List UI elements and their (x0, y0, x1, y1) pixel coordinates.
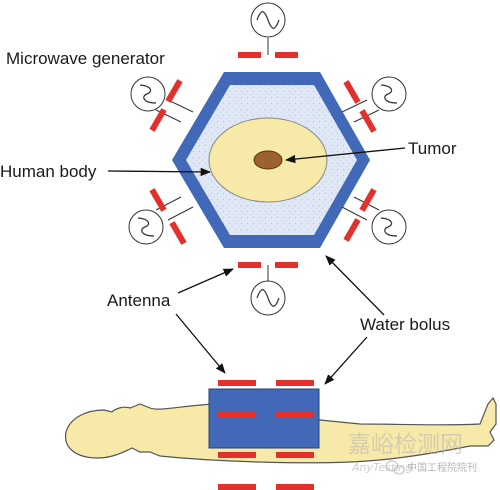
generator-upper-right-icon (371, 76, 407, 112)
arrow-water-bolus-up (325, 255, 385, 316)
bottom-antenna-array (218, 380, 314, 490)
generator-upper-left-icon (130, 76, 166, 112)
bottom-applicator (208, 388, 320, 449)
antenna-array (128, 2, 407, 316)
arrow-antenna-up (177, 268, 234, 294)
watermark-line2-latin: AnyTesting (351, 461, 412, 474)
generator-lower-right-icon (371, 209, 407, 245)
label-antenna: Antenna (107, 291, 171, 310)
arrow-antenna-down (175, 313, 226, 374)
antenna-lower-right (341, 188, 380, 242)
antenna-bottom (238, 262, 298, 281)
arrow-human-body (107, 167, 212, 177)
arrows (107, 147, 406, 385)
antenna-lower-left (149, 188, 194, 245)
generator-top-icon (250, 2, 286, 38)
arrow-water-bolus-down (324, 336, 368, 385)
arrow-tumor (284, 147, 406, 164)
generator-lower-left-icon (128, 209, 164, 245)
hexagonal-applicator (172, 72, 370, 248)
generator-bottom-icon (250, 280, 286, 316)
label-water-bolus: Water bolus (360, 315, 450, 334)
watermark-line1: 嘉峪检测网 (348, 432, 463, 458)
tumor (253, 150, 283, 170)
watermark: 嘉峪检测网 AnyTesting 中国工程院院刊 (348, 432, 477, 475)
patient-figure (65, 380, 497, 490)
watermark-line2-cjk: 中国工程院院刊 (407, 461, 477, 474)
antenna-upper-left (149, 79, 194, 132)
antenna-upper-right (341, 80, 380, 133)
label-human-body: Human body (0, 162, 97, 181)
label-microwave-generator: Microwave generator (6, 49, 165, 68)
label-tumor: Tumor (408, 139, 457, 158)
antenna-top (238, 38, 298, 58)
wechat-logo-icon (385, 460, 405, 475)
